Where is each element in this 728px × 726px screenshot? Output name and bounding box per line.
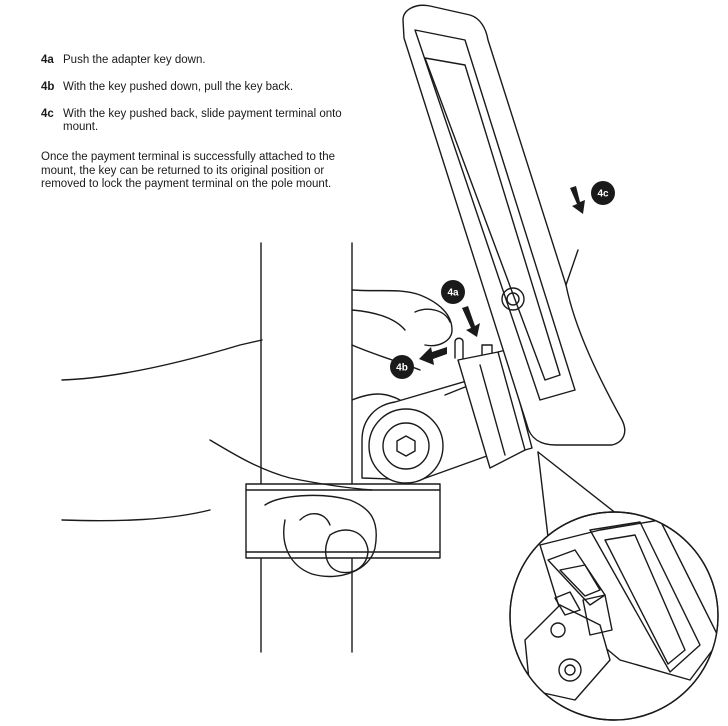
pole-clamp: [245, 483, 441, 559]
pole: [260, 242, 353, 653]
step-text: With the key pushed back, slide payment …: [63, 108, 342, 133]
callout-label: 4b: [396, 363, 408, 374]
completion-note: Once the payment terminal is successfull…: [41, 151, 336, 190]
callout-badge-4c: 4c: [591, 181, 615, 205]
callout-label: 4c: [597, 189, 609, 200]
payment-terminal: [402, 4, 626, 446]
step-number: 4b: [41, 81, 55, 93]
callout-label: 4a: [447, 288, 459, 299]
mount-arm: [361, 379, 499, 484]
lower-hand: [61, 339, 401, 578]
detail-inset: [509, 511, 719, 721]
arrow-down-icon: [570, 186, 585, 214]
callout-badge-4b: 4b: [390, 355, 414, 379]
callout-badge-4a: 4a: [441, 280, 465, 304]
step-number: 4a: [41, 54, 54, 66]
step-4a: 4a Push the adapter key down.: [41, 54, 371, 67]
arrow-left-icon: [419, 347, 447, 365]
hex-bolt-icon: [396, 435, 416, 457]
step-text: With the key pushed down, pull the key b…: [63, 81, 294, 93]
step-4c: 4c With the key pushed back, slide payme…: [41, 108, 371, 134]
step-number: 4c: [41, 108, 54, 120]
instruction-steps: 4a Push the adapter key down. 4b With th…: [41, 54, 371, 148]
step-text: Push the adapter key down.: [63, 54, 206, 66]
arrow-down-icon: [462, 306, 480, 337]
step-4b: 4b With the key pushed down, pull the ke…: [41, 81, 371, 94]
upper-hand: [351, 289, 453, 371]
